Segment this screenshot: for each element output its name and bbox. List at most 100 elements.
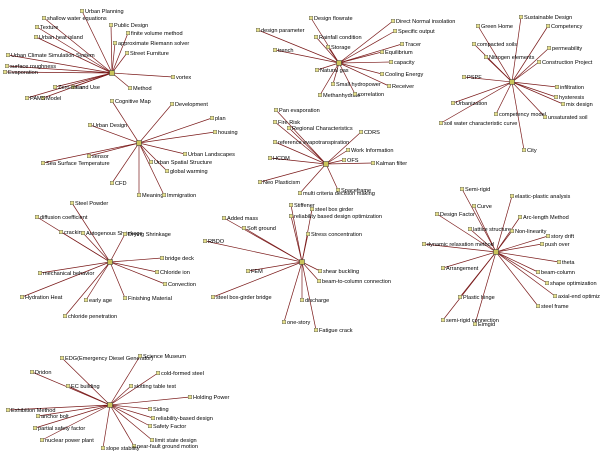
node-pams — [25, 95, 30, 100]
node-edg-emergency-diesel-generator — [60, 356, 65, 361]
edge-sensor — [88, 142, 140, 157]
edge-pspf — [463, 76, 513, 83]
edge-early-age — [85, 261, 111, 301]
node-lattice-structure — [468, 226, 473, 231]
label-design-flowrate: Design flowrate — [314, 16, 353, 22]
label-story-drift: story drift — [551, 234, 574, 240]
edge-chloride-penetration — [64, 261, 111, 317]
node-sustainable-design — [519, 14, 524, 19]
node-hcdm — [268, 155, 273, 160]
label-neo-plasticism: Neo Plasticism — [263, 180, 300, 186]
edge-specific-output — [338, 30, 396, 64]
node-slotting-table-test — [128, 384, 133, 389]
node-zero-mean — [53, 84, 58, 89]
hub-node-ofs — [323, 161, 329, 167]
edge-tracer — [338, 43, 403, 64]
edge-arc-length-method — [495, 216, 521, 253]
node-story-drift — [546, 233, 551, 238]
edge-model — [42, 72, 113, 99]
label-autogenous-shrinkage: Autogenous Shrinkage — [86, 231, 143, 237]
label-urban-landscapes: Urban Landscapes — [188, 152, 235, 158]
node-meaning — [136, 192, 141, 197]
node-design-factor — [435, 211, 440, 216]
edge-infiltration — [511, 81, 558, 88]
edge-semi-rigid-connection — [442, 251, 497, 321]
label-anchor-bolt: anchor bolt — [41, 414, 69, 420]
label-arc-length-method: Arc-length Method — [523, 215, 569, 221]
node-cfd — [109, 180, 114, 185]
node-urban-landscapes — [182, 151, 187, 156]
label-reference-evapotranspiration: reference evapotranspiration — [278, 140, 349, 146]
label-approximate-riemann-solver: approximate Riemann solver — [118, 41, 189, 47]
node-texture — [35, 25, 40, 30]
node-nitrogen-elements — [484, 55, 489, 60]
edge-receiver — [338, 62, 390, 87]
node-cooling-energy — [380, 71, 385, 76]
label-eimgid: Eimgid — [478, 322, 495, 328]
label-method: Method — [133, 86, 152, 92]
label-direct-normal-insolation: Direct Normal insolation — [396, 19, 455, 25]
label-model: Model — [46, 96, 61, 102]
node-convection — [162, 282, 167, 287]
label-beam-to-column-connection: beam-to-column connection — [322, 279, 391, 285]
edge-zero-mean — [54, 72, 113, 88]
label-sea-surface-temperature: Sea Surface Temperature — [46, 161, 110, 167]
edge-arrangement — [442, 251, 497, 269]
node-dynamic-relaxation-method — [422, 241, 427, 246]
label-shear-buckling: shear buckling — [323, 269, 359, 275]
node-eimgid — [473, 322, 478, 327]
edge-green-home — [477, 25, 513, 83]
label-soil-water-characteristic-curve: soil water characteristic curve — [444, 121, 517, 127]
edge-urban-landscapes — [138, 142, 186, 155]
node-near-fault-ground-motion — [131, 444, 136, 449]
node-land-use — [70, 84, 75, 89]
node-rainfall-condition — [314, 35, 319, 40]
edge-beam-to-column-connection — [301, 261, 320, 282]
label-small-hydropower: Small hydropower — [336, 82, 381, 88]
edge-reference-evapotranspiration — [274, 141, 327, 165]
edge-urban-climate-simulation-system — [7, 54, 113, 74]
edge-development — [138, 103, 173, 144]
label-safety-factor: Safety Factor — [153, 424, 186, 430]
label-urban-planning: Urban Planning — [85, 9, 124, 15]
label-push-over: push over — [545, 242, 570, 248]
node-steel-box-girder-bridge — [210, 295, 215, 300]
edge-methanhydrate — [319, 62, 340, 96]
label-steel-powder: Steel Powder — [75, 201, 108, 207]
node-urban-climate-simulation-system — [5, 53, 10, 58]
label-urban-spatial-structure: Urban Spatial Structure — [154, 160, 212, 166]
label-land-use: Land Use — [76, 85, 100, 91]
node-plastic-hinge — [458, 295, 463, 300]
edge-cfd — [111, 142, 140, 184]
edge-shear-buckling — [301, 261, 321, 272]
node-one-story — [282, 320, 287, 325]
node-soil-water-characteristic-curve — [439, 120, 444, 125]
edge-finishing-material — [109, 261, 126, 299]
edge-soft-ground — [243, 227, 303, 263]
label-beam-column: beam-column — [541, 270, 575, 276]
edge-dynamic-relaxation-method — [423, 243, 497, 253]
label-spaceframe: Spaceframe — [341, 188, 371, 194]
node-hysteresis — [554, 94, 559, 99]
node-plan — [209, 115, 214, 120]
node-fatigue-crack — [314, 328, 319, 333]
label-dynamic-relaxation-method: dynamic relaxation method — [427, 242, 494, 248]
edge-sea-surface-temperature — [42, 142, 140, 164]
node-correlation — [353, 91, 358, 96]
node-beam-to-column-connection — [317, 279, 322, 284]
node-finite-volume-method — [125, 31, 130, 36]
label-capacity: capacity — [394, 60, 415, 66]
label-theta: theta — [562, 260, 575, 266]
label-reliability-based-design: reliability-based design — [156, 416, 213, 422]
label-cognitive-map: Cognitive Map — [115, 99, 151, 105]
edge-unsaturated-soil — [511, 81, 546, 118]
label-construction-project: Construction Project — [542, 60, 593, 66]
label-pams: PAMS — [30, 96, 46, 102]
edge-fatigue-crack — [301, 261, 317, 331]
node-public-design — [108, 23, 113, 28]
label-green-home: Green Home — [481, 24, 513, 30]
edge-natural-gas — [316, 62, 340, 71]
node-theta — [557, 260, 562, 265]
